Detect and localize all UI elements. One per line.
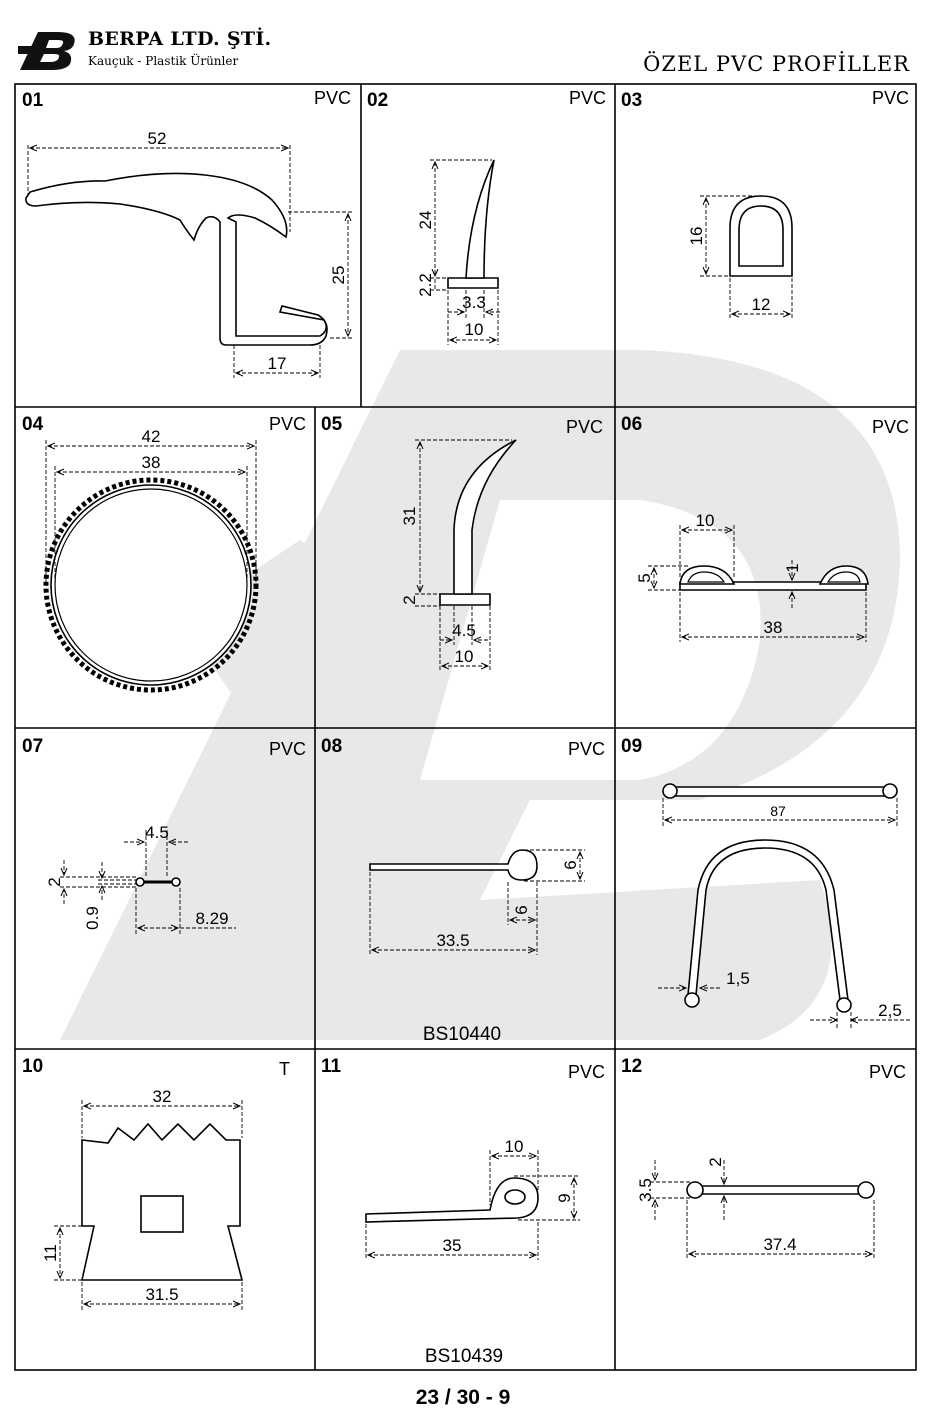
company-name: BERPA LTD. ŞTİ.	[88, 28, 272, 50]
profile-08-drawing	[369, 849, 538, 881]
cell-09-number: 09	[621, 736, 642, 757]
cell-numbers: 01 02 03 04 05 06 07 08 09 10 11 12	[22, 90, 642, 1077]
profile-10-dim-top: 32	[153, 1087, 172, 1106]
profile-12-dim-bulb: 3.5	[636, 1178, 655, 1202]
cell-10-number: 10	[22, 1056, 43, 1077]
cell-11-number: 11	[321, 1056, 342, 1077]
profile-11-dim-eye-width: 10	[505, 1137, 524, 1156]
profile-06-dimensions	[648, 525, 867, 642]
company-tagline: Kauçuk - Plastik Ürünler	[88, 54, 239, 68]
profile-07-drawing	[135, 877, 181, 887]
cell-08-material: PVC	[568, 739, 605, 759]
profile-11-dim-length: 35	[443, 1236, 462, 1255]
profile-02-dim-base: 2.2	[416, 273, 435, 297]
profile-06-drawing	[679, 565, 869, 591]
profile-04-dimensions	[45, 440, 257, 585]
profile-02-dimensions	[430, 159, 500, 345]
profile-07-dim-bulb: 2	[45, 877, 64, 886]
cell-04-number: 04	[22, 414, 44, 435]
cell-05-number: 05	[321, 414, 343, 435]
cell-06-number: 06	[621, 414, 642, 435]
profile-06-dim-thickness: 1	[783, 563, 802, 572]
profile-07-dim-web: 0.9	[83, 906, 102, 930]
cell-08-code: BS10440	[423, 1024, 501, 1045]
profile-03-drawing	[729, 195, 793, 277]
profile-05-drawing	[439, 439, 517, 606]
profile-05-dim-stem: 4.5	[452, 621, 476, 640]
profile-01-drawing	[25, 172, 328, 346]
profile-02-drawing	[447, 159, 499, 289]
cell-06-material: PVC	[872, 417, 909, 437]
profile-03-dimensions	[700, 195, 793, 320]
profile-09-dim-length: 87	[770, 803, 786, 819]
profile-12-dim-length: 37.4	[763, 1235, 796, 1254]
profile-03-dim-height: 16	[687, 227, 706, 246]
profile-08-dim-length: 33.5	[436, 931, 469, 950]
cell-10-material: T	[279, 1059, 290, 1079]
profile-06-dim-bulb-width: 10	[696, 511, 715, 530]
profile-10-dim-foot: 11	[41, 1244, 60, 1262]
profile-06-dim-width: 38	[764, 618, 783, 637]
cell-12-material: PVC	[869, 1062, 906, 1082]
profile-07-dimensions	[60, 830, 236, 935]
profile-07-dim-length: 8.29	[195, 909, 228, 928]
profile-05-dim-width: 10	[455, 647, 474, 666]
watermark-logo	[60, 350, 900, 1040]
profile-02-dim-height: 24	[416, 211, 435, 230]
profile-11-dim-eye-height: 9	[555, 1193, 574, 1202]
profile-12-dimensions	[650, 1160, 875, 1260]
profile-06-dim-bulb-height: 5	[635, 573, 654, 582]
cell-02-material: PVC	[569, 88, 606, 108]
profile-09-drawing	[662, 783, 898, 1013]
profile-01-dim-bottom: 17	[268, 354, 287, 373]
profile-08-dim-bulb-width: 6	[512, 905, 531, 914]
profile-10-dim-bottom: 31.5	[145, 1285, 178, 1304]
cell-01-material: PVC	[314, 88, 351, 108]
profile-05-dim-height: 31	[400, 507, 419, 526]
profile-08-dimensions	[369, 849, 585, 955]
cell-11-code: BS10439	[425, 1346, 503, 1367]
profile-04-drawing	[43, 477, 259, 693]
profile-04-dim-inner: 38	[142, 453, 161, 472]
profile-10-dimensions	[54, 1100, 243, 1310]
profile-05-dim-base: 2	[400, 595, 419, 604]
cell-01-number: 01	[22, 90, 44, 111]
cell-07-number: 07	[22, 736, 43, 757]
profile-11-dimensions	[365, 1150, 580, 1260]
cell-05-material: PVC	[566, 417, 603, 437]
profile-02-dim-width: 10	[465, 320, 484, 339]
profile-12-dim-web: 2	[706, 1157, 725, 1166]
profile-05-dimensions	[415, 439, 512, 672]
cell-02-number: 02	[367, 90, 388, 111]
profile-09-dim-bulb: 2,5	[878, 1001, 902, 1020]
profile-09-dim-web: 1,5	[726, 969, 750, 988]
profile-01-dimensions	[27, 145, 352, 378]
cell-03-number: 03	[621, 90, 642, 111]
profile-01-dim-height: 25	[329, 266, 348, 285]
berpa-logo-icon	[18, 32, 75, 70]
document-title: ÖZEL PVC PROFİLLER	[643, 52, 910, 76]
profile-04-dim-outer: 42	[142, 427, 161, 446]
profile-02-dim-stem: 3.3	[462, 293, 486, 312]
profile-09-dimensions	[658, 798, 910, 1028]
cell-08-number: 08	[321, 736, 342, 757]
cell-materials: PVC PVC PVC PVC PVC PVC PVC PVC T PVC PV…	[269, 88, 909, 1082]
profile-10-drawing	[81, 1122, 244, 1281]
profile-grid	[14, 83, 917, 1371]
cell-12-number: 12	[621, 1056, 642, 1077]
page-header: BERPA LTD. ŞTİ. Kauçuk - Plastik Ürünler…	[0, 0, 926, 84]
profile-01-dim-width: 52	[148, 129, 167, 148]
cell-03-material: PVC	[872, 88, 909, 108]
cell-04-material: PVC	[269, 414, 306, 434]
profile-03-dim-width: 12	[752, 295, 771, 314]
cell-07-material: PVC	[269, 739, 306, 759]
profile-12-drawing	[686, 1181, 875, 1199]
profile-07-dim-gap: 4.5	[145, 823, 169, 842]
cell-11-material: PVC	[568, 1062, 605, 1082]
profile-11-drawing	[365, 1177, 539, 1223]
page-number: 23 / 30 - 9	[415, 1386, 511, 1409]
profile-08-dim-bulb-height: 6	[561, 860, 580, 869]
